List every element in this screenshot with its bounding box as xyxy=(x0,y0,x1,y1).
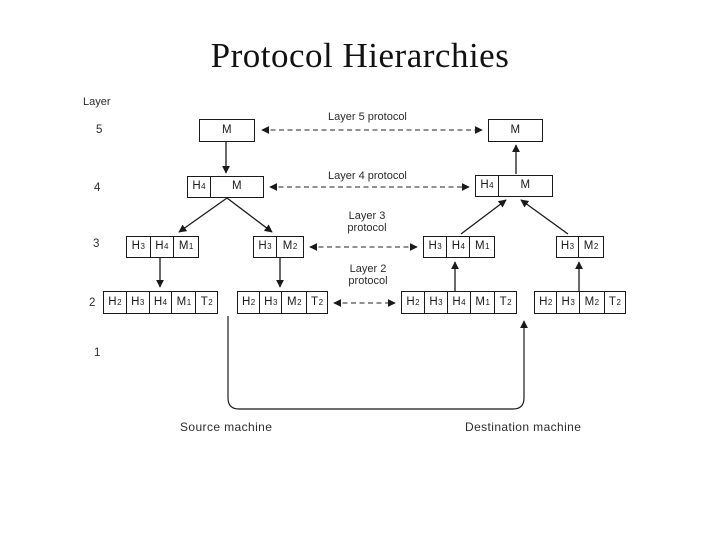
layer-tick-2: 2 xyxy=(89,297,96,309)
cell-m: M xyxy=(510,123,521,136)
layer2-protocol-label-line2: protocol xyxy=(348,275,388,288)
source-l4-to-l3-left-arrow xyxy=(178,197,228,233)
slide-title: Protocol Hierarchies xyxy=(210,36,510,75)
destination-l3-left-to-l4-arrow xyxy=(460,199,507,235)
layer1-transmission-path xyxy=(227,316,528,410)
layer4-protocol-label: Layer 4 protocol xyxy=(328,170,407,182)
destination-layer5-box: M xyxy=(488,119,543,142)
layer-tick-5: 5 xyxy=(96,124,103,136)
cell-m: M xyxy=(210,177,263,197)
source-machine-label: Source machine xyxy=(180,420,273,434)
layer3-protocol-label: Layer 3 protocol xyxy=(337,210,397,234)
layer-axis-caption: Layer xyxy=(83,96,111,108)
layer2-protocol-label: Layer 2 protocol xyxy=(338,263,398,287)
layer3-protocol-label-line2: protocol xyxy=(347,222,387,235)
cell-m: M xyxy=(498,176,552,196)
destination-machine-label: Destination machine xyxy=(465,420,582,434)
source-l4-to-l3-right-arrow xyxy=(226,197,273,233)
layer-tick-3: 3 xyxy=(93,238,100,250)
layer-tick-1: 1 xyxy=(94,347,101,359)
layer5-protocol-label: Layer 5 protocol xyxy=(328,111,407,123)
cell-m: M xyxy=(221,123,232,136)
source-layer5-box: M xyxy=(199,119,255,142)
layer-tick-4: 4 xyxy=(94,182,101,194)
destination-l3-right-to-l4-arrow xyxy=(520,199,569,235)
layer3-protocol-label-line1: Layer 3 xyxy=(348,210,386,222)
layer2-protocol-label-line1: Layer 2 xyxy=(349,263,387,275)
